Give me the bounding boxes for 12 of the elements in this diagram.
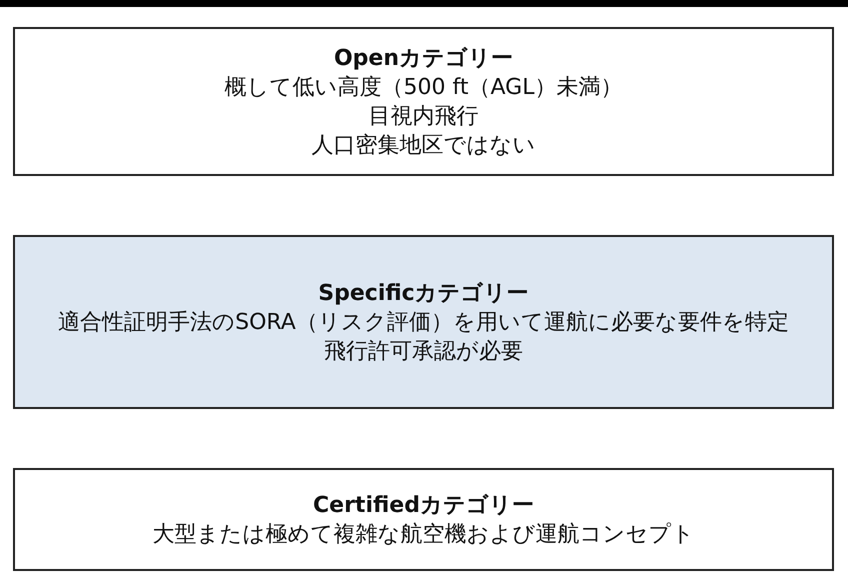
category-description: 大型または極めて複雑な航空機および運航コンセプト xyxy=(152,520,694,548)
category-title: Specificカテゴリー xyxy=(318,280,529,308)
category-description: 概して低い高度（500 ft（AGL）未満） xyxy=(224,74,622,102)
category-title: Openカテゴリー xyxy=(334,44,514,72)
category-description: 目視内飛行 xyxy=(368,102,478,130)
category-title: Certifiedカテゴリー xyxy=(313,492,534,520)
category-box xyxy=(13,468,834,571)
category-description: 人口密集地区ではない xyxy=(312,132,536,160)
category-box xyxy=(13,27,834,176)
category-description: 飛行許可承認が必要 xyxy=(324,338,523,366)
category-description: 適合性証明手法のSORA（リスク評価）を用いて運航に必要な要件を特定 xyxy=(58,308,789,336)
category-box xyxy=(13,235,834,409)
